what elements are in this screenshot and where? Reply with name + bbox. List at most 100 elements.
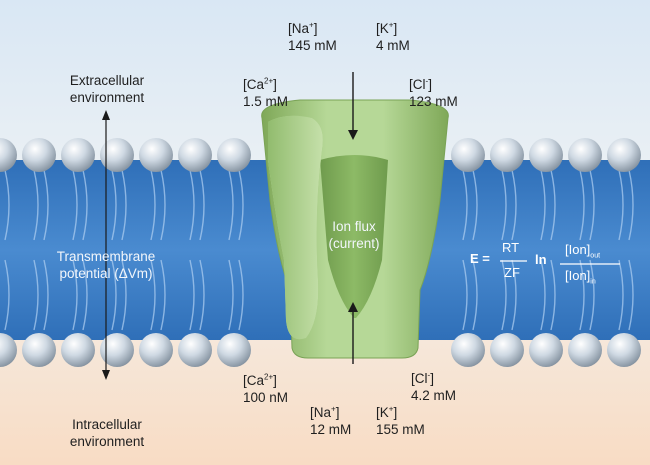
- lipid-tail: [501, 169, 507, 241]
- ion-out-na-name: Na: [291, 21, 310, 36]
- phospholipid-head: [22, 138, 56, 172]
- lipid-tail: [82, 169, 88, 241]
- phospholipid-head: [139, 333, 173, 367]
- ion-in-na-conc: 12 mM: [310, 422, 352, 437]
- phospholipid-head: [568, 333, 602, 367]
- phospholipid-head: [607, 333, 641, 367]
- ion-flux-line-2: (current): [328, 236, 380, 251]
- lipid-tail: [4, 259, 10, 331]
- phospholipid-heads-top: [0, 138, 641, 172]
- ion-in-k-charge: +: [388, 404, 394, 414]
- lipid-tail: [189, 259, 195, 331]
- lipid-tail: [160, 259, 166, 331]
- lipid-tail: [579, 169, 585, 241]
- channel-pore: [320, 155, 388, 318]
- phospholipid-head: [0, 138, 17, 172]
- equation-lhs: E =: [470, 251, 490, 266]
- ion-in-na-name: Na: [313, 405, 332, 420]
- phospholipid-head: [61, 138, 95, 172]
- ion-in-cl-charge: -: [427, 370, 431, 380]
- lipid-tail: [462, 169, 468, 241]
- phospholipid-head: [61, 333, 95, 367]
- lipid-tail: [150, 169, 156, 241]
- lipid-tail: [82, 259, 88, 331]
- ion-in-ca-conc: 100 nM: [243, 390, 289, 405]
- ion-out-k: [K+] 4 mM: [376, 20, 410, 53]
- extracellular-line-2: environment: [69, 90, 145, 105]
- lipid-tail: [511, 259, 517, 331]
- channel-lobe-right: [268, 115, 323, 340]
- equation-in-subscript: in: [590, 278, 596, 286]
- ion-out-k-name: K: [379, 21, 389, 36]
- ion-in-cl-name: Cl: [414, 371, 428, 386]
- ion-flux-label: Ion flux (current): [300, 218, 408, 252]
- ion-out-k-conc: 4 mM: [376, 38, 410, 53]
- lipid-tail: [501, 259, 507, 331]
- lipid-tail: [550, 169, 556, 241]
- phospholipid-head: [178, 138, 212, 172]
- lipid-tail: [111, 259, 117, 331]
- lipid-tail: [150, 259, 156, 331]
- ion-in-k-name: K: [379, 405, 389, 420]
- lipid-tail: [618, 259, 624, 331]
- equation-ln: ln: [535, 252, 547, 267]
- lipid-tail: [72, 259, 78, 331]
- lipid-tail: [238, 259, 244, 331]
- transmembrane-line-1: Transmembrane: [56, 249, 156, 264]
- equation-zf: ZF: [504, 265, 520, 280]
- flux-arrow-bottom: [348, 302, 358, 364]
- lipid-tail: [618, 169, 624, 241]
- lipid-tail: [228, 169, 234, 241]
- flux-arrow-top: [348, 72, 358, 140]
- phospholipid-head: [490, 333, 524, 367]
- phospholipid-head: [178, 333, 212, 367]
- lipid-tail: [43, 259, 49, 331]
- lipid-tail: [121, 259, 127, 331]
- equation-ion-out: [Ion]: [565, 242, 591, 257]
- extracellular-line-1: Extracellular: [69, 73, 145, 88]
- lipid-tail: [121, 169, 127, 241]
- ion-in-k-conc: 155 mM: [376, 422, 425, 437]
- intracellular-line-2: environment: [69, 434, 145, 449]
- ion-out-na-conc: 145 mM: [288, 38, 337, 53]
- intracellular-label: Intracellular environment: [52, 416, 162, 450]
- ion-in-cl: [Cl-] 4.2 mM: [411, 370, 457, 403]
- ion-flux-line-1: Ion flux: [332, 219, 376, 234]
- potential-arrow: [102, 110, 110, 380]
- lipid-tails: [4, 169, 634, 331]
- ion-out-ca-conc: 1.5 mM: [243, 94, 289, 109]
- ion-out-cl-name: Cl: [412, 77, 426, 92]
- ion-in-ca-name: Ca: [246, 373, 265, 388]
- phospholipid-head: [568, 138, 602, 172]
- ion-in-ca: [Ca2+] 100 nM: [243, 372, 289, 405]
- ion-channel: [261, 99, 449, 359]
- lipid-tail: [550, 259, 556, 331]
- phospholipid-head: [490, 138, 524, 172]
- lipid-tail: [589, 259, 595, 331]
- phospholipid-head: [100, 333, 134, 367]
- lipid-tail: [540, 259, 546, 331]
- phospholipid-head: [451, 333, 485, 367]
- ion-in-cl-conc: 4.2 mM: [411, 388, 457, 403]
- lipid-tail: [589, 169, 595, 241]
- lipid-tail: [111, 169, 117, 241]
- lipid-tail: [189, 169, 195, 241]
- ion-in-na-charge: +: [331, 404, 336, 414]
- phospholipid-head: [529, 333, 563, 367]
- equation-rt: RT: [502, 240, 520, 255]
- phospholipid-head: [22, 333, 56, 367]
- lipid-tail: [33, 259, 39, 331]
- phospholipid-head: [100, 138, 134, 172]
- lipid-tail: [4, 169, 10, 241]
- ion-in-ca-charge: 2+: [264, 372, 274, 382]
- lipid-tail: [579, 259, 585, 331]
- ion-out-k-charge: +: [388, 20, 394, 30]
- ion-out-na: [Na+] 145 mM: [288, 20, 337, 53]
- lipid-tail: [33, 169, 39, 241]
- lipid-tail: [472, 259, 478, 331]
- lipid-tail: [43, 169, 49, 241]
- ion-out-cl: [Cl-] 123 mM: [409, 76, 458, 109]
- phospholipid-head: [0, 333, 17, 367]
